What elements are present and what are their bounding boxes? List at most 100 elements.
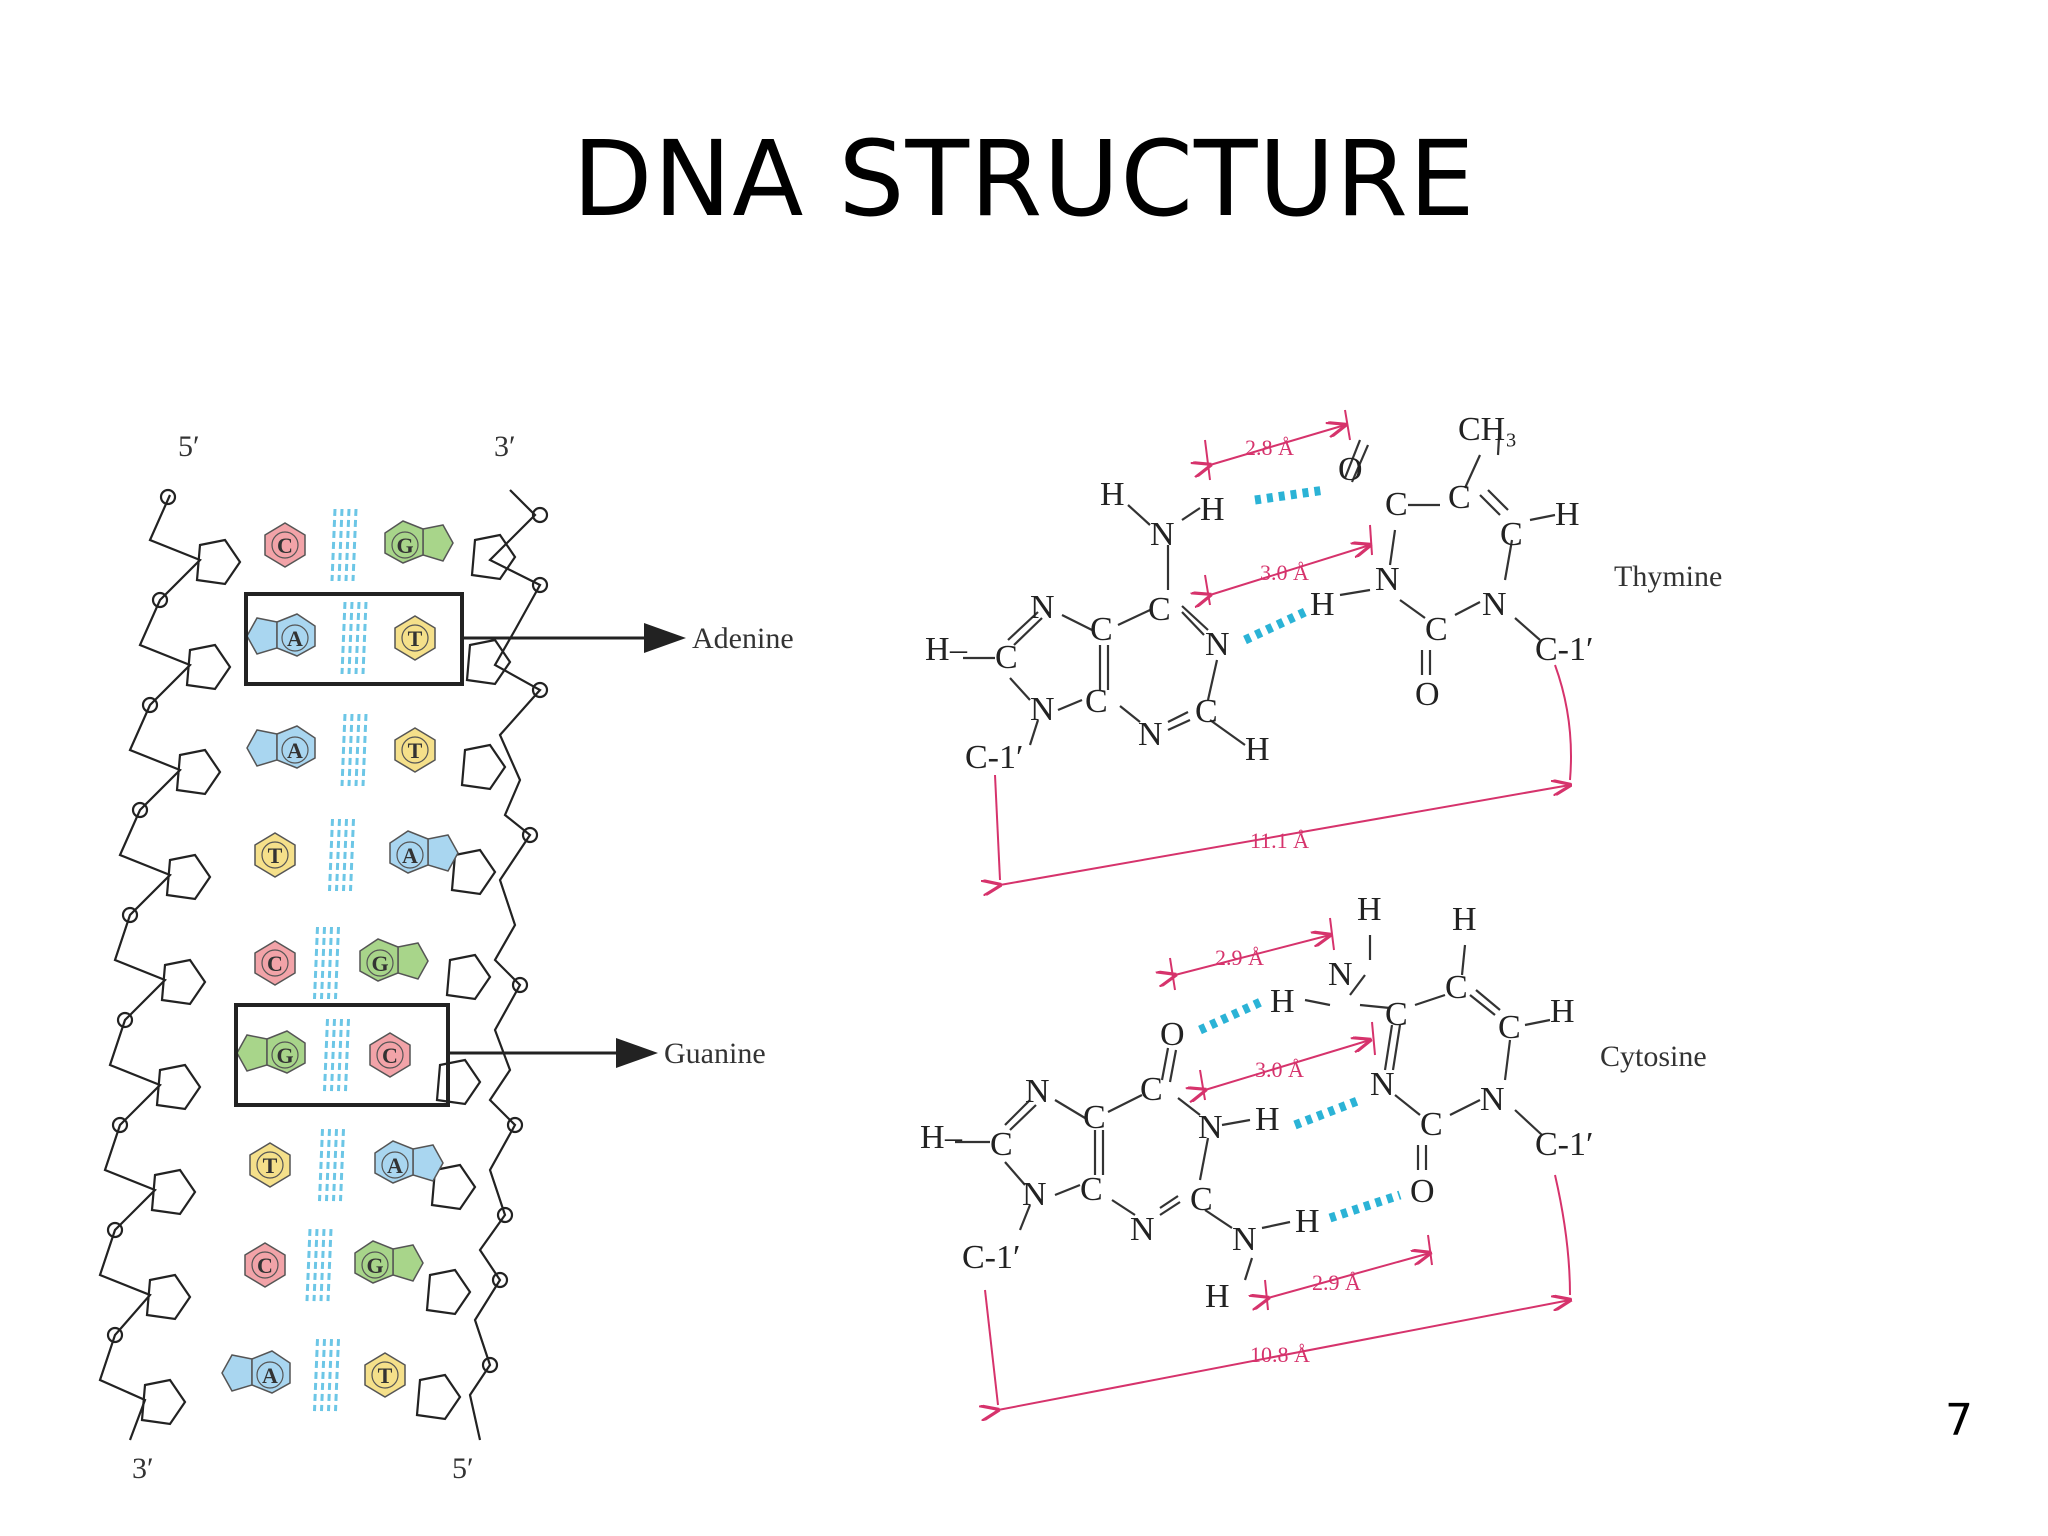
svg-text:N: N [1205, 626, 1230, 663]
svg-text:C: C [990, 1126, 1013, 1163]
base-letter: G [366, 1253, 383, 1278]
hbond-rung [335, 818, 341, 892]
hbond-rung [320, 1338, 326, 1412]
base-a-left-8: A [221, 1350, 291, 1394]
base-g-right-0: G [384, 520, 454, 564]
base-a-right-3: A [389, 830, 459, 874]
gc-distance-2: 3.0 Å [1255, 1057, 1304, 1082]
base-letter: G [396, 533, 413, 558]
svg-text:N: N [1328, 956, 1353, 993]
svg-text:H: H [1100, 476, 1125, 513]
hbond-rung [319, 1228, 326, 1302]
base-c-left-0: C [264, 522, 306, 568]
svg-text:C: C [1148, 591, 1171, 628]
svg-text:C-1′: C-1′ [965, 739, 1023, 776]
hbond-rung [330, 508, 337, 582]
base-letter: A [262, 1363, 278, 1388]
base-letter: C [277, 533, 293, 558]
svg-text:C: C [1195, 693, 1218, 730]
hbond-rung [361, 601, 368, 675]
hbond-at-1 [1254, 485, 1326, 505]
helix-end-bottom-left: 3′ [132, 1452, 154, 1485]
thymine-label: Thymine [1614, 560, 1722, 593]
svg-text:N: N [1370, 1066, 1395, 1103]
hbond-gc-2 [1293, 1095, 1362, 1130]
hbond-rung [320, 926, 326, 1000]
guanine-structure [955, 1047, 1291, 1281]
svg-text:C: C [1385, 486, 1408, 523]
at-distance-2: 3.0 Å [1260, 560, 1309, 585]
svg-text:H: H [1310, 586, 1335, 623]
svg-text:H: H [1200, 491, 1225, 528]
helix-end-top-left: 5′ [178, 430, 200, 463]
hbond-rung [347, 601, 354, 675]
sugar-phosphate-groups [106, 488, 549, 1426]
hbond-rung [354, 601, 361, 675]
svg-text:C-1′: C-1′ [962, 1239, 1020, 1276]
svg-text:–: – [944, 1119, 963, 1156]
svg-text:N: N [1375, 561, 1400, 598]
svg-text:H: H [925, 631, 950, 668]
cytosine-label: Cytosine [1600, 1040, 1707, 1073]
svg-text:C: C [1498, 1009, 1521, 1046]
backbone-right-strand [468, 489, 542, 1441]
hbond-rung [340, 601, 347, 675]
svg-text:H: H [1550, 993, 1575, 1030]
guanine-cytosine-pair: H – C N C N C C O N H C N N H H C-1′ [920, 891, 1707, 1410]
hbond-rung [334, 926, 340, 1000]
svg-text:C: C [995, 639, 1018, 676]
base-letter: T [408, 738, 423, 763]
hbond-rung [323, 1018, 329, 1092]
hbond-rung [344, 1018, 350, 1092]
base-t-right-2: T [394, 727, 436, 773]
base-letter: T [378, 1363, 393, 1388]
base-letter: C [257, 1253, 273, 1278]
backbone-left-strand [98, 494, 202, 1441]
svg-text:C: C [1190, 1181, 1213, 1218]
helix-end-top-right: 3′ [494, 430, 516, 463]
hbond-rung [342, 818, 348, 892]
svg-text:C: C [1140, 1071, 1163, 1108]
svg-text:N: N [1482, 586, 1507, 623]
svg-text:C-1′: C-1′ [1535, 631, 1593, 668]
page-number: 7 [1945, 1395, 1973, 1446]
svg-text:N: N [1480, 1081, 1505, 1118]
svg-text:H: H [1270, 983, 1295, 1020]
svg-text:O: O [1410, 1173, 1435, 1210]
base-letter: G [371, 951, 388, 976]
hbond-rung [328, 818, 334, 892]
base-g-right-4: G [359, 938, 429, 982]
base-t-left-6: T [249, 1142, 291, 1188]
svg-text:H: H [1255, 1101, 1280, 1138]
svg-text:N: N [1138, 716, 1163, 753]
hbond-rung [332, 1128, 338, 1202]
svg-text:N: N [1025, 1073, 1050, 1110]
base-a-left-1: A [246, 613, 316, 657]
hbond-rung [334, 1338, 340, 1412]
adenine-thymine-pair: H – C N C N C C N C N H C-1′ N H H [925, 409, 1722, 885]
svg-text:C: C [1385, 996, 1408, 1033]
base-letter: C [267, 951, 283, 976]
base-t-right-8: T [364, 1352, 406, 1398]
svg-text:N: N [1030, 589, 1055, 626]
hbond-rung [330, 1018, 336, 1092]
base-letter: A [402, 843, 418, 868]
hbond-rung [351, 508, 358, 582]
hbond-gc-3 [1328, 1190, 1402, 1223]
hbond-rung [325, 1128, 331, 1202]
double-helix: 5′ 3′ 3′ 5′ [98, 430, 794, 1485]
hbond-rung [327, 926, 333, 1000]
svg-text:C: C [1445, 969, 1468, 1006]
hbond-rung [337, 1018, 343, 1092]
base-letter: A [287, 626, 303, 651]
svg-text:N: N [1232, 1221, 1257, 1258]
base-letter: T [408, 626, 423, 651]
base-letter: A [287, 738, 303, 763]
hbond-rung [354, 713, 361, 787]
